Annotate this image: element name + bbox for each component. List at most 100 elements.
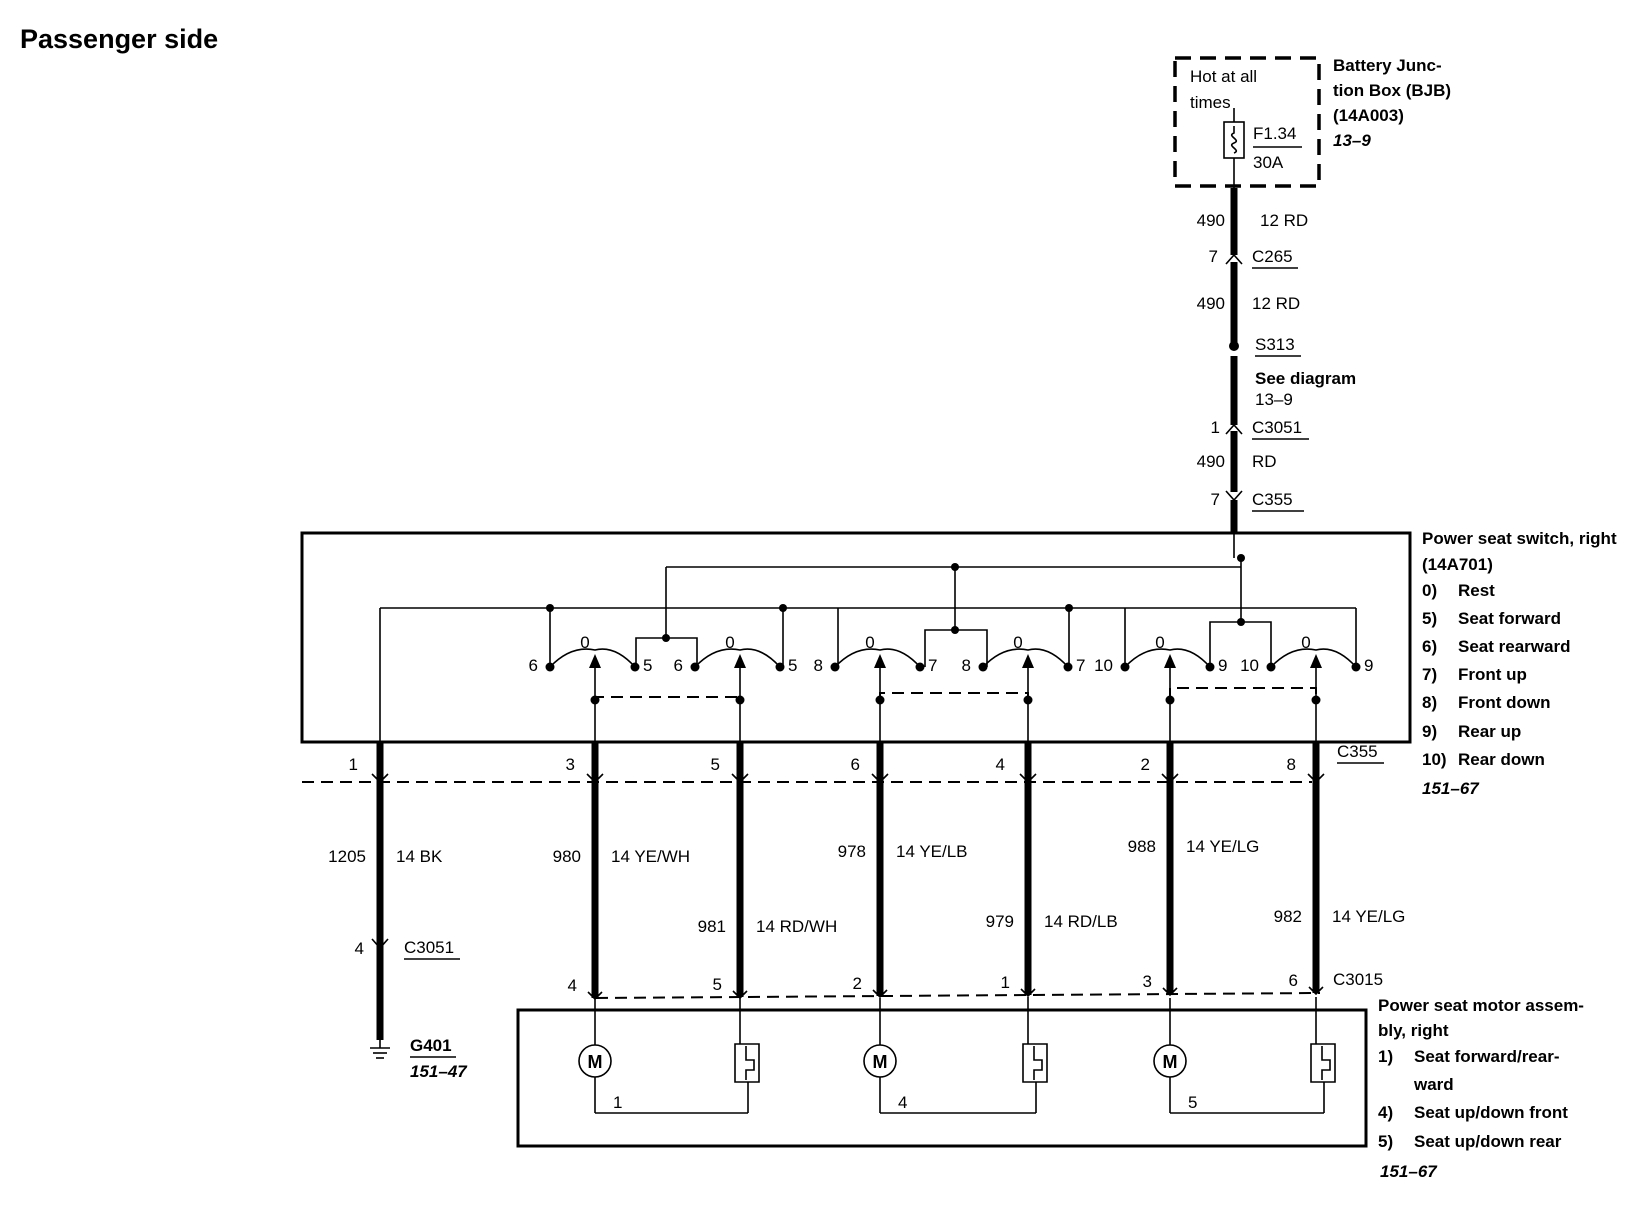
switch-contact-left-label: 8 bbox=[814, 656, 823, 675]
motor-assembly-name: Power seat motor assem- bbox=[1378, 996, 1584, 1015]
switch-pole-arrow bbox=[734, 654, 746, 668]
wire-spec: 14 RD/WH bbox=[756, 917, 837, 936]
wire-circuit-number: 988 bbox=[1128, 837, 1156, 856]
motor-symbol: M bbox=[588, 1052, 603, 1072]
connector-c3015-pin-symbol bbox=[1308, 986, 1324, 996]
wire-circuit-number: 980 bbox=[553, 847, 581, 866]
switch-contact-left bbox=[1266, 662, 1276, 672]
feed-w2-circuit: 490 bbox=[1197, 294, 1225, 313]
motor-symbol: M bbox=[873, 1052, 888, 1072]
switch-connector-label: C355 bbox=[1337, 742, 1378, 761]
switch-contact-right bbox=[1063, 662, 1073, 672]
switch-contact-right-label: 5 bbox=[643, 656, 652, 675]
connector-c265-symbol bbox=[1225, 253, 1243, 265]
bjb-hot-text-2: times bbox=[1190, 93, 1231, 112]
harness-wire: 5 981 14 RD/WH bbox=[698, 742, 837, 997]
wire-spec: 14 YE/LG bbox=[1332, 907, 1405, 926]
switch-pole-link-dot bbox=[735, 695, 745, 705]
motor-legend-label: Seat up/down rear bbox=[1414, 1132, 1562, 1151]
motor-assembly-outline bbox=[516, 1008, 1368, 1148]
switch-arc bbox=[549, 648, 636, 668]
fuse-icon bbox=[1223, 121, 1245, 159]
switch-legend-label: Front down bbox=[1458, 693, 1551, 712]
splice-s313-label: S313 bbox=[1255, 335, 1295, 354]
switch-contact-right-label: 9 bbox=[1218, 656, 1227, 675]
switch-outline bbox=[300, 531, 1412, 744]
switch-arc bbox=[834, 648, 921, 668]
switch-pole-arrow bbox=[1310, 654, 1322, 668]
switch-legend-num: 5) bbox=[1422, 609, 1437, 628]
connector-c355-pin-symbol bbox=[871, 773, 889, 784]
switch-contact-right bbox=[1205, 662, 1215, 672]
battery-junction-box: Hot at all times F1.34 30A Battery Junc-… bbox=[1173, 56, 1451, 188]
switch-contact-left-label: 10 bbox=[1094, 656, 1113, 675]
connector-c3015-pin-symbol bbox=[872, 989, 888, 999]
motor-connector-pin: 6 bbox=[1289, 971, 1324, 996]
junction-dot bbox=[1237, 554, 1245, 562]
switch-pin-number: 2 bbox=[1141, 755, 1150, 774]
motor-connector-pin: 1 bbox=[1001, 973, 1036, 998]
switch-pin-number: 5 bbox=[711, 755, 720, 774]
connector-c355-pin-symbol bbox=[1307, 773, 1325, 784]
wire-spec: 14 RD/LB bbox=[1044, 912, 1118, 931]
motor-number: 5 bbox=[1188, 1093, 1197, 1112]
c3051-pin: 1 bbox=[1211, 418, 1220, 437]
motor-pin-number: 4 bbox=[568, 976, 577, 995]
connector-c355-pin-symbol bbox=[586, 773, 604, 784]
motor-symbol: M bbox=[1163, 1052, 1178, 1072]
switch-contact-group: 807 bbox=[814, 633, 937, 742]
switch-legend: 0) Rest 5) Seat forward 6) Seat rearward… bbox=[1422, 581, 1570, 769]
ground-page-ref: 151–47 bbox=[410, 1062, 468, 1081]
wire-circuit-number: 978 bbox=[838, 842, 866, 861]
c3015-connector-line bbox=[595, 992, 1321, 999]
switch-legend-num: 9) bbox=[1422, 722, 1437, 741]
junction-dot bbox=[546, 604, 554, 612]
connector-c3015-pin-symbol bbox=[1020, 988, 1036, 998]
switch-contact-right-label: 7 bbox=[928, 656, 937, 675]
motor-number: 1 bbox=[613, 1093, 622, 1112]
switch-contact-group: 605 bbox=[529, 633, 652, 742]
switch-contact-rest-label: 0 bbox=[725, 633, 734, 652]
splice-s313-icon bbox=[1229, 341, 1239, 351]
circuit-breaker-icon bbox=[1022, 1043, 1048, 1083]
switch-pole-link-dot bbox=[1023, 695, 1033, 705]
switch-pole-link-dot bbox=[1311, 695, 1321, 705]
switch-contact-left-label: 10 bbox=[1240, 656, 1259, 675]
motor-legend-num: 5) bbox=[1378, 1132, 1393, 1151]
fuse-rating: 30A bbox=[1253, 153, 1284, 172]
motor-legend-num: 4) bbox=[1378, 1103, 1393, 1122]
feed-w3-wire: RD bbox=[1252, 452, 1277, 471]
motor-unit: M5 bbox=[1153, 997, 1336, 1114]
bjb-hot-text: Hot at all bbox=[1190, 67, 1257, 86]
junction-dot bbox=[1065, 604, 1073, 612]
feed-w2-wire: 12 RD bbox=[1252, 294, 1300, 313]
switch-contact-left bbox=[545, 662, 555, 672]
motor-page-ref: 151–67 bbox=[1380, 1162, 1438, 1181]
motor-connector-pin: 3 bbox=[1143, 972, 1178, 997]
wire-circuit-number: 981 bbox=[698, 917, 726, 936]
fuse-name: F1.34 bbox=[1253, 124, 1296, 143]
motor-pin-number: 6 bbox=[1289, 971, 1298, 990]
switch-contact-left-label: 6 bbox=[674, 656, 683, 675]
wire-circuit-number: 979 bbox=[986, 912, 1014, 931]
switch-legend-label: Rest bbox=[1458, 581, 1495, 600]
wire-spec: 14 BK bbox=[396, 847, 443, 866]
wire-spec: 14 YE/LB bbox=[896, 842, 968, 861]
switch-legend-num: 8) bbox=[1422, 693, 1437, 712]
switch-name: Power seat switch, right bbox=[1422, 529, 1617, 548]
switch-part-number: (14A701) bbox=[1422, 555, 1493, 574]
bjb-name-2: tion Box (BJB) bbox=[1333, 81, 1451, 100]
page-title: Passenger side bbox=[20, 24, 218, 54]
bjb-page-ref: 13–9 bbox=[1333, 131, 1371, 150]
switch-contact-right-label: 7 bbox=[1076, 656, 1085, 675]
c355-pin: 7 bbox=[1211, 490, 1220, 509]
connector-c355-pin-symbol bbox=[1161, 773, 1179, 784]
